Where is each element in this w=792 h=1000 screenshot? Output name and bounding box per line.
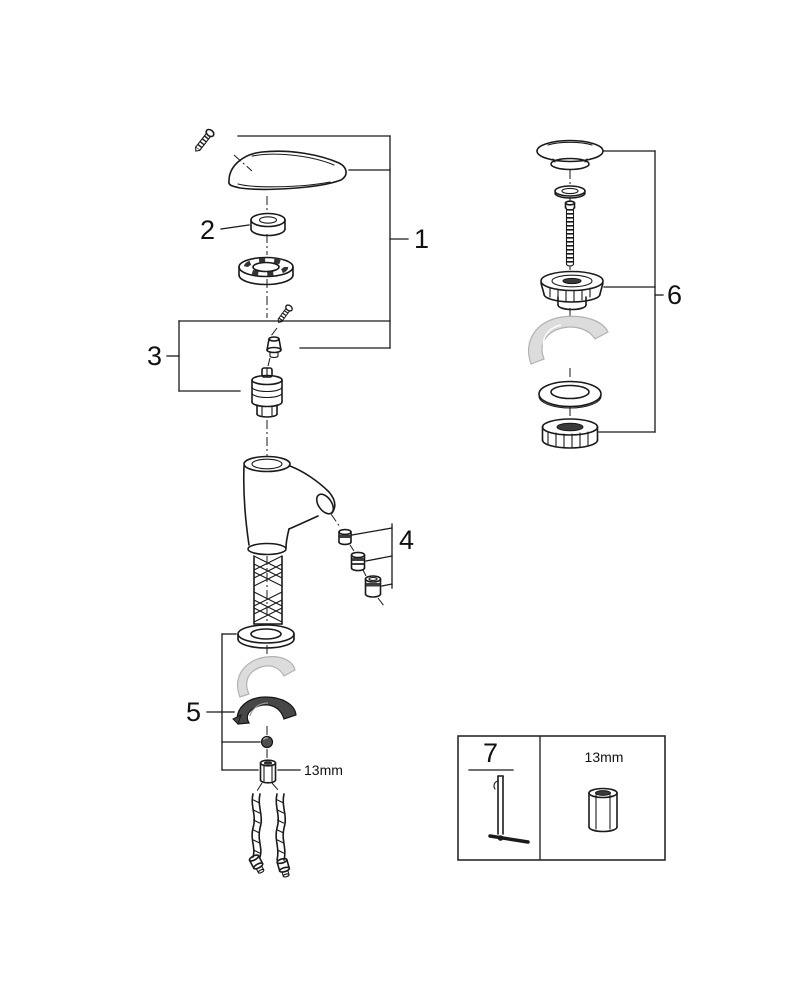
aerator-piece-b [350, 551, 366, 572]
bracket-6 [598, 150, 664, 433]
threaded-shank-part [253, 555, 283, 625]
dimension-legend-nut: 13mm [585, 749, 624, 765]
cap-ring-part [250, 212, 286, 237]
handle-screw-part [195, 128, 215, 152]
bracket-3 [166, 320, 391, 392]
grub-screw-part [277, 304, 293, 324]
drain-rubber-seal-part [538, 380, 602, 409]
cartridge-part [251, 367, 283, 418]
centerlines [233, 154, 385, 792]
bracket-1 [237, 135, 409, 349]
mounting-washer-part [237, 624, 295, 649]
aerator-parts [338, 523, 393, 598]
mounting-claw-part [232, 696, 297, 725]
drain-wedge-ghost-part [528, 315, 609, 365]
leader-2 [220, 224, 250, 230]
lever-handle-part [228, 150, 347, 191]
drain-flange-part [540, 270, 604, 311]
drain-threaded-rod-part [564, 200, 576, 267]
aerator-piece-a [338, 528, 352, 546]
hex-nut-part [588, 787, 618, 833]
pin-tool-part [488, 775, 530, 844]
faucet-body-part [242, 455, 336, 556]
bracket-4 [351, 523, 393, 589]
callout-3: 3 [147, 341, 162, 371]
callout-4: 4 [399, 525, 414, 555]
drain-assembly: 6 [528, 139, 682, 449]
escutcheon-part [238, 256, 294, 286]
drain-locknut-part [541, 418, 599, 449]
callout-5: 5 [186, 697, 201, 727]
drain-seal-washer-part [554, 185, 586, 199]
callout-6: 6 [667, 280, 682, 310]
callout-7: 7 [483, 738, 498, 768]
callout-1: 1 [414, 224, 429, 254]
dimension-main-nut: 13mm [304, 762, 343, 778]
callout-2: 2 [200, 215, 215, 245]
mounting-wedge-ghost-part [236, 656, 296, 698]
drain-plug-part [536, 139, 604, 171]
nut-13mm-part [259, 759, 277, 784]
bracket-5 [206, 633, 261, 771]
check-valve-part [266, 336, 282, 359]
legend-box: 7 13mm [457, 735, 666, 861]
supply-hoses-part [248, 793, 291, 878]
aerator-piece-c [364, 575, 382, 598]
plug-ball-part [260, 735, 274, 749]
